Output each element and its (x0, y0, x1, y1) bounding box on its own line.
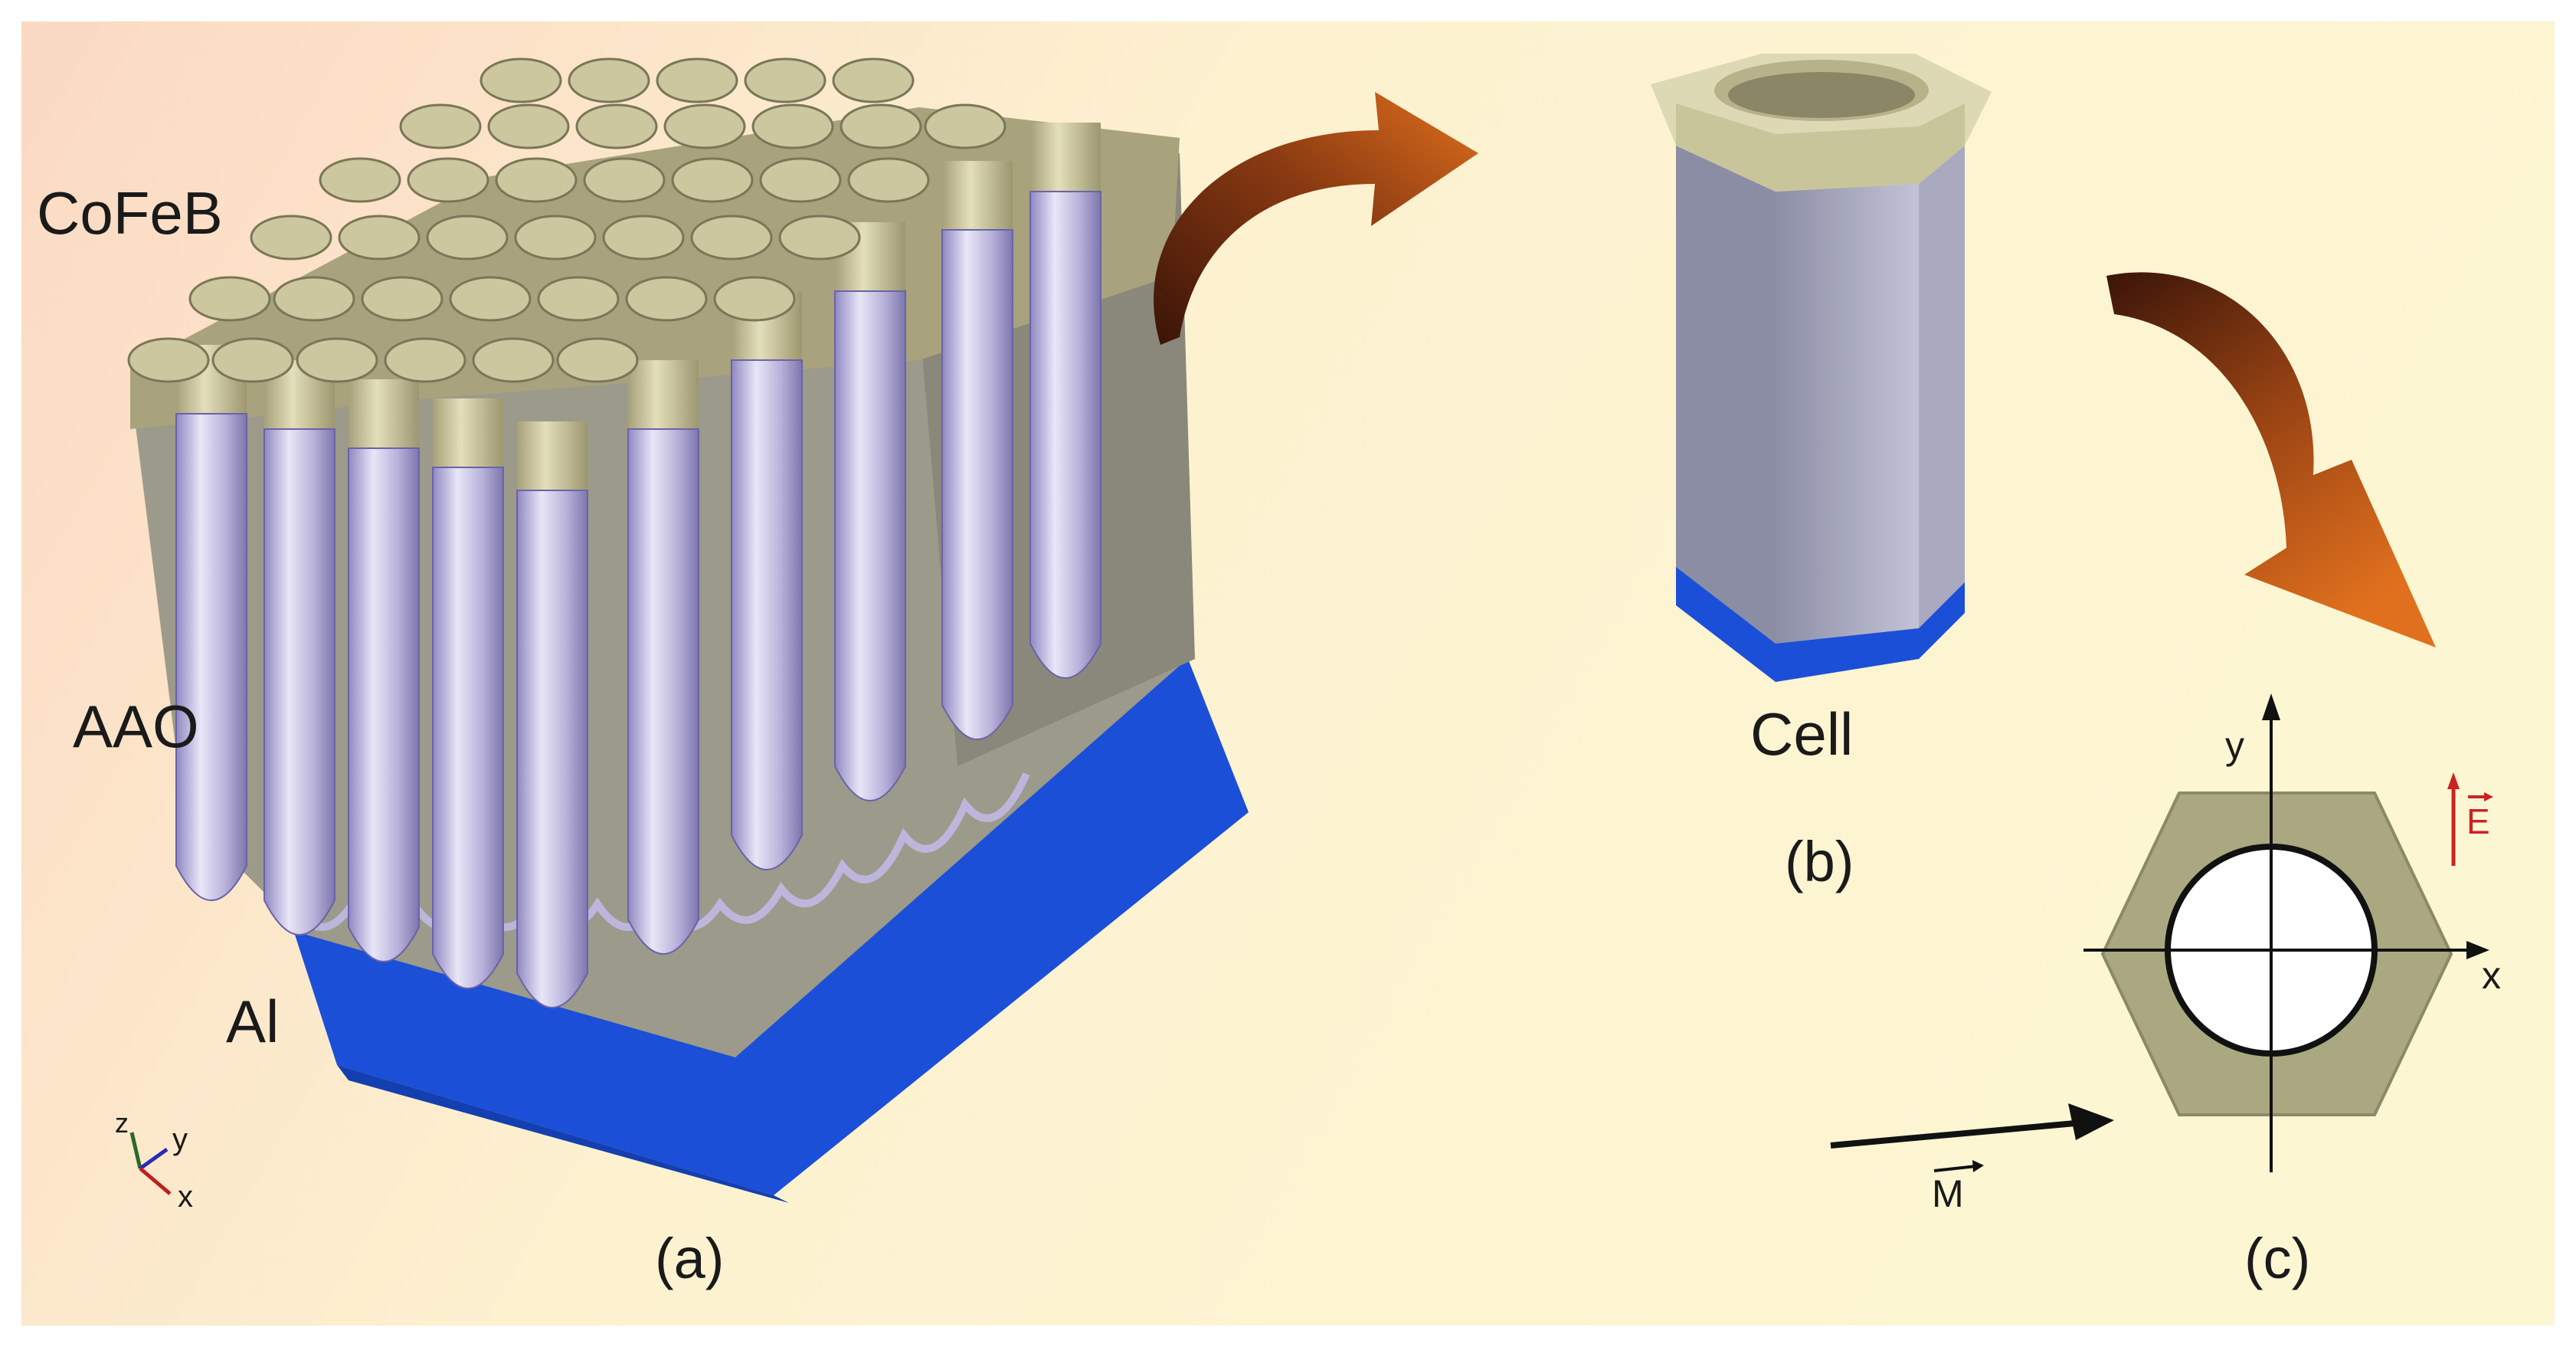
label-cofeb: CoFeB (37, 179, 223, 247)
label-m-field: M (1932, 1172, 1964, 1215)
tube-opening (583, 157, 666, 203)
cell-top-front (1676, 103, 1965, 192)
tube-opening (384, 337, 466, 383)
tube-opening (127, 337, 210, 383)
nanotube (263, 428, 336, 936)
nanotube-openings (127, 57, 1007, 383)
m-vector-arrow: M (1830, 1103, 2114, 1215)
tube-opening (211, 337, 294, 383)
tube-opening (449, 276, 532, 322)
tube-opening (744, 57, 826, 103)
tube-opening (656, 57, 738, 103)
axis-y-arrowhead (2262, 693, 2280, 720)
tube-opening (568, 57, 650, 103)
tube-opening (690, 215, 773, 261)
nanotube (1029, 191, 1101, 679)
tube-opening (407, 157, 489, 203)
tube-opening (338, 215, 421, 261)
cell-side-front (1776, 180, 1919, 682)
tube-opening (778, 215, 861, 261)
label-aao: AAO (73, 693, 199, 760)
tube-opening (556, 337, 639, 383)
caption-a: (a) (655, 1227, 724, 1290)
tube-opening (832, 57, 915, 103)
tube-opening (625, 276, 708, 322)
nanotube (627, 428, 699, 955)
tube-opening (487, 103, 570, 149)
tube-opening (472, 337, 555, 383)
label-al: Al (226, 988, 279, 1055)
tube-opening (713, 276, 796, 322)
label-cell: Cell (1750, 700, 1853, 768)
curved-arrow-icon (2106, 272, 2436, 647)
cell-side-right (1919, 146, 1965, 636)
single-cell (1651, 54, 1992, 682)
axis-label-y: y (172, 1122, 188, 1156)
tube-opening (188, 276, 271, 322)
tube-opening (426, 215, 509, 261)
tube-opening (495, 157, 578, 203)
nanotube (348, 447, 420, 962)
nanotube (731, 359, 803, 870)
tube-opening (361, 276, 444, 322)
cross-section: y x (2083, 693, 2501, 1172)
nanotube-array-block (127, 57, 1249, 1203)
tube-opening (840, 103, 922, 149)
nanotube-group (175, 123, 1101, 1008)
tube-opening (847, 157, 930, 203)
axis-label-x: x (2482, 954, 2501, 997)
nanotube (432, 467, 504, 989)
tube-opening (759, 157, 842, 203)
nanotube (175, 413, 247, 901)
nanotube (516, 490, 588, 1008)
curved-arrow-icon (1154, 92, 1478, 345)
tube-opening (296, 337, 378, 383)
e-field-arrow: E (2447, 772, 2493, 866)
axis-triad-icon: z y x (115, 1107, 193, 1214)
tube-opening (663, 103, 746, 149)
cell-base-aluminum (1676, 567, 1965, 682)
tube-opening (250, 215, 332, 261)
tube-opening (602, 215, 685, 261)
axis-label-x: x (178, 1180, 193, 1214)
tube-opening (480, 57, 562, 103)
tube-opening (671, 157, 754, 203)
tube-opening (924, 103, 1007, 149)
tube-opening (537, 276, 620, 322)
nanotube (834, 290, 906, 801)
label-e-field: E (2466, 801, 2490, 841)
aluminum-substrate-front (337, 1065, 789, 1203)
axis-x-arrowhead (2466, 941, 2489, 959)
tube-opening (575, 103, 658, 149)
nanotube (941, 229, 1013, 740)
caption-c: (c) (2244, 1227, 2310, 1290)
caption-b: (b) (1785, 830, 1854, 893)
tube-opening (399, 103, 482, 149)
cell-side-left (1676, 146, 1776, 682)
tube-opening (514, 215, 597, 261)
tube-opening (751, 103, 834, 149)
tube-opening (319, 157, 401, 203)
axis-label-y: y (2225, 724, 2244, 767)
tube-opening (273, 276, 355, 322)
axis-label-z: z (115, 1107, 129, 1139)
